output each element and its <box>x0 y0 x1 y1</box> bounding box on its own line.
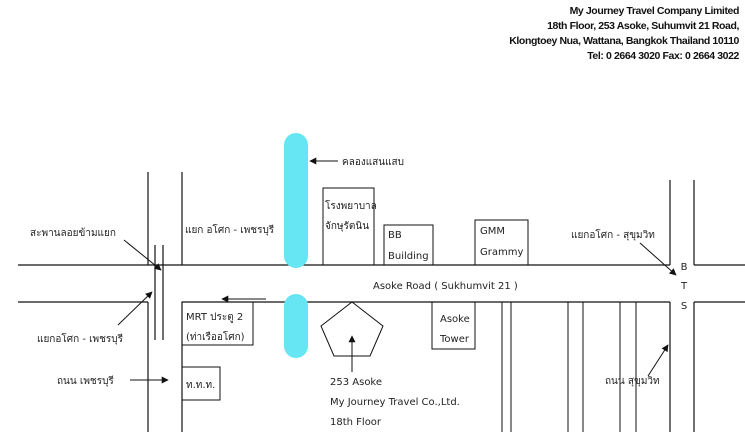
bridge-label: สะพานลอยข้ามแยก <box>30 227 116 239</box>
bts-letter-t: T <box>680 281 688 292</box>
bb-building <box>383 224 434 266</box>
company-header: My Journey Travel Company Limited 18th F… <box>509 4 739 64</box>
asoke-tower-label-line1: Asoke <box>440 314 470 325</box>
asoke-tower-label-line2: Tower <box>439 334 470 345</box>
junction-top-label: แยก อโศก - เพชรบุรี <box>185 223 275 236</box>
canal-upper <box>284 133 308 268</box>
bts-letter-b: B <box>681 262 688 273</box>
mrt-label-line2: (ท่าเรืออโศก) <box>186 330 245 343</box>
tot-building <box>181 366 221 401</box>
tot-label: ท.ท.ท. <box>186 380 215 391</box>
asoke-road-label: Asoke Road ( Sukhumvit 21 ) <box>373 281 518 292</box>
canal-label: คลองแสนแสบ <box>342 157 404 168</box>
destination-line2: My Journey Travel Co.,Ltd. <box>330 397 460 408</box>
bb-label-line2: Building <box>388 251 429 262</box>
gmm-label-line2: Grammy <box>480 247 523 258</box>
bb-label-line1: BB <box>388 230 402 241</box>
gmm-label-line1: GMM <box>480 226 505 237</box>
destination-line1: 253 Asoke <box>330 377 382 388</box>
soi-lines <box>501 301 637 432</box>
sukhumvit-road-label: ถนน สุขุมวิท <box>605 376 660 387</box>
canal-lower <box>284 294 308 358</box>
junction-left-label: แยกอโศก - เพชรบุรี <box>37 332 124 345</box>
company-address-line2: Klongtoey Nua, Wattana, Bangkok Thailand… <box>509 35 739 47</box>
destination-line3: 18th Floor <box>330 417 382 428</box>
mrt-label-line1: MRT ประตู 2 <box>186 312 243 323</box>
petchaburi-road-lines <box>147 172 183 432</box>
petchaburi-road-label: ถนน เพชรบุรี <box>57 375 114 387</box>
bts-letter-s: S <box>681 301 687 312</box>
sukhumvit-junction-arrow <box>639 242 677 276</box>
sukhumvit-road-arrow <box>647 344 669 377</box>
company-name: My Journey Travel Company Limited <box>569 5 740 17</box>
hospital-label-line1: โรงพยาบาล <box>325 199 377 212</box>
company-address-line1: 18th Floor, 253 Asoke, Suhumvit 21 Road, <box>547 20 739 32</box>
overpass-bridge <box>154 245 164 340</box>
hospital-building <box>322 187 375 266</box>
gmm-grammy-building <box>474 219 529 266</box>
arrows <box>117 157 677 384</box>
bridge-arrow <box>123 239 162 271</box>
sukhumvit-junction-label: แยกอโศก - สุขุมวิท <box>571 228 655 241</box>
hospital-label-line2: จักษุรัตนิน <box>325 221 369 232</box>
asoke-tower-building <box>431 301 476 350</box>
sukhumvit-road-lines <box>669 180 695 432</box>
company-contact: Tel: 0 2664 3020 Fax: 0 2664 3022 <box>587 50 739 62</box>
mrt-entrance-box <box>181 301 254 346</box>
junction-left-arrow <box>117 291 153 326</box>
